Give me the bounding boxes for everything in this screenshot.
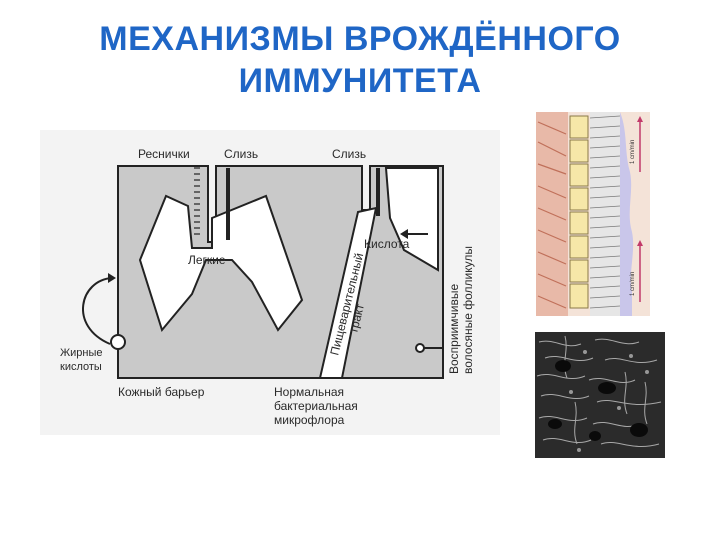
epithelium-svg: 1 cm/min 1 cm/min (536, 112, 650, 316)
label-acid: Кислота (364, 237, 410, 251)
scale-text-bottom: 1 cm/min (630, 272, 636, 296)
scale-arrow-bottom-head (637, 240, 643, 246)
fatty-acid-arrow-head (108, 273, 116, 283)
scale-label-bottom: 1 cm/min (630, 272, 636, 296)
ciliated-epithelium-image: 1 cm/min 1 cm/min (536, 112, 650, 316)
scale-arrow-top-head (637, 116, 643, 122)
lungs-cavity (138, 194, 304, 333)
hair-follicle (415, 343, 425, 353)
connective-fibers (537, 121, 567, 309)
label-lungs: Легкие (188, 253, 226, 267)
fatty-acid-gland (110, 334, 126, 350)
label-cilia: Реснички (138, 147, 190, 161)
stomach-cavity (384, 167, 439, 272)
label-follicles: Восприимчивые волосяные фолликулы (447, 246, 475, 374)
mucus-layer-lungs (226, 168, 230, 240)
label-flora-2: бактериальная (274, 399, 358, 413)
cilia-hatching (194, 167, 200, 235)
label-mucus-2: Слизь (332, 147, 366, 161)
label-mucus-1: Слизь (224, 147, 258, 161)
scale-label-top: 1 cm/min (630, 140, 636, 164)
label-skin-barrier: Кожный барьер (118, 385, 205, 399)
label-fatty-acids-2: кислоты (60, 361, 102, 373)
cilia-lines (589, 115, 621, 309)
title-line-2: ИММУНИТЕТА (238, 62, 482, 100)
micrograph-strands (536, 335, 662, 448)
label-flora-3: микрофлора (274, 413, 345, 427)
acid-arrow-head (400, 229, 408, 239)
mucus-layer (620, 112, 634, 316)
label-fatty-acids-1: Жирные (60, 347, 103, 359)
title-line-1: МЕХАНИЗМЫ ВРОЖДЁННОГО (99, 20, 621, 58)
innate-immunity-diagram: Реснички Слизь Слизь Легкие Кислота Пище… (40, 130, 500, 435)
cilia-micrograph (535, 332, 665, 458)
fatty-acid-arrow (82, 277, 113, 345)
label-follicles-2: волосяные фолликулы (461, 246, 475, 374)
diagram-svg: Реснички Слизь Слизь Легкие Кислота Пище… (40, 130, 500, 435)
digestive-tract (318, 206, 378, 379)
label-follicles-1: Восприимчивые (447, 284, 461, 374)
cilia-layer (590, 112, 620, 316)
label-flora-1: Нормальная (274, 385, 344, 399)
epithelial-cells (569, 115, 589, 309)
micrograph-highlights (569, 350, 649, 452)
micrograph-svg (535, 332, 665, 458)
slide-title: МЕХАНИЗМЫ ВРОЖДЁННОГО ИММУНИТЕТА (0, 18, 720, 102)
mucus-layer-gut (376, 168, 380, 216)
micrograph-cell-openings (548, 360, 648, 441)
scale-text-top: 1 cm/min (630, 140, 636, 164)
